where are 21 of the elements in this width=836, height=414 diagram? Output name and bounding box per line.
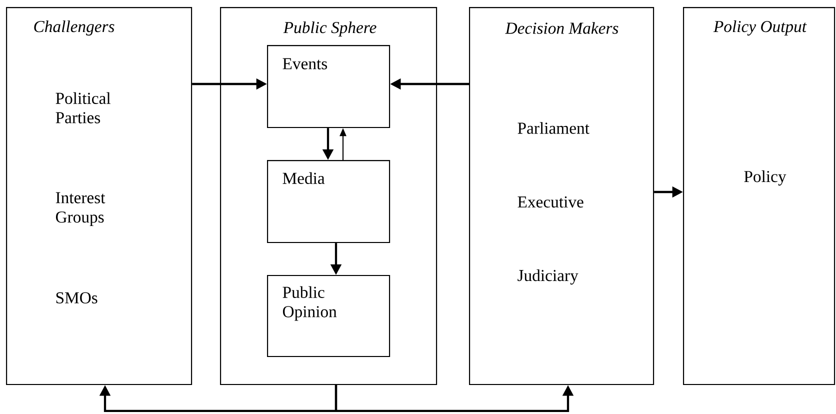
column-heading: Public Sphere — [283, 21, 376, 37]
column-panel — [6, 7, 192, 386]
column-panel — [683, 7, 836, 386]
item-label: Events — [282, 58, 328, 70]
item-label: Political Parties — [56, 92, 110, 124]
item-label: Judiciary — [518, 269, 578, 285]
column-heading: Challengers — [34, 20, 114, 36]
process-box — [267, 275, 390, 358]
item-label: Parliament — [518, 122, 590, 134]
process-box — [267, 160, 390, 244]
item-label: Executive — [518, 196, 584, 208]
item-label: Media — [282, 172, 325, 184]
process-box — [267, 45, 390, 128]
column-heading: Decision Makers — [505, 22, 618, 34]
column-panel — [469, 7, 654, 386]
column-heading: Policy Output — [713, 20, 807, 36]
item-label: Interest Groups — [56, 192, 106, 226]
item-label: Public Opinion — [282, 286, 337, 321]
arrow — [99, 385, 338, 412]
item-label: SMOs — [56, 292, 98, 304]
item-label: Policy — [744, 170, 786, 186]
